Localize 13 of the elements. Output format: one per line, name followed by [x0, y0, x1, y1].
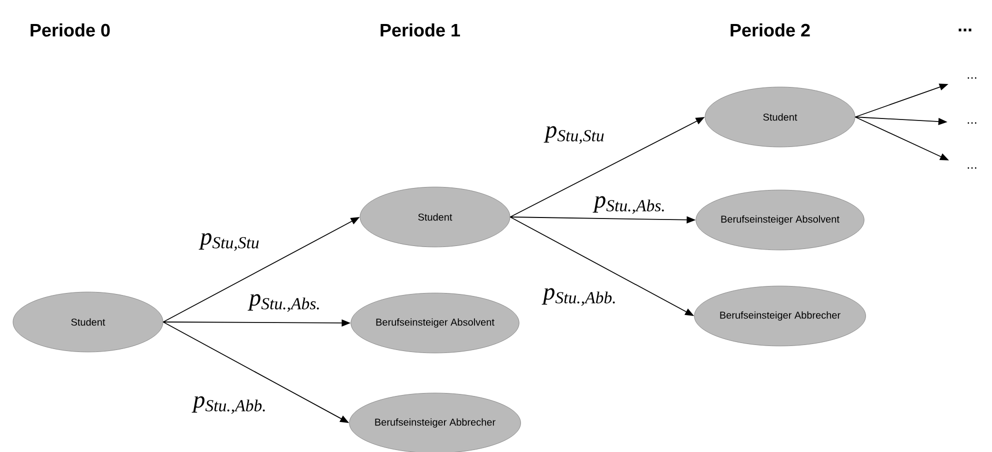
- period-heading: Periode 0: [30, 23, 110, 37]
- edge-label: p$_{Stu.,Abb.}$: [542, 288, 615, 306]
- edge-label: p$_{Stu,Stu}$: [198, 233, 259, 251]
- edge-label: p$_{Stu.,Abb.}$: [192, 396, 265, 414]
- ellipsis-text: ...: [968, 122, 976, 124]
- ellipsis-text: ...: [968, 167, 976, 169]
- period-heading: Periode 1: [380, 23, 460, 37]
- edge-label: p$_{Stu.,Abs.}$: [592, 196, 664, 214]
- edge-label: p$_{Stu,Stu}$: [544, 126, 604, 144]
- ellipsis-text: ...: [968, 77, 976, 79]
- period-heading: ...: [958, 28, 972, 32]
- edge-label: p$_{Stu.,Abs.}$: [248, 294, 319, 312]
- period-heading: Periode 2: [730, 23, 810, 37]
